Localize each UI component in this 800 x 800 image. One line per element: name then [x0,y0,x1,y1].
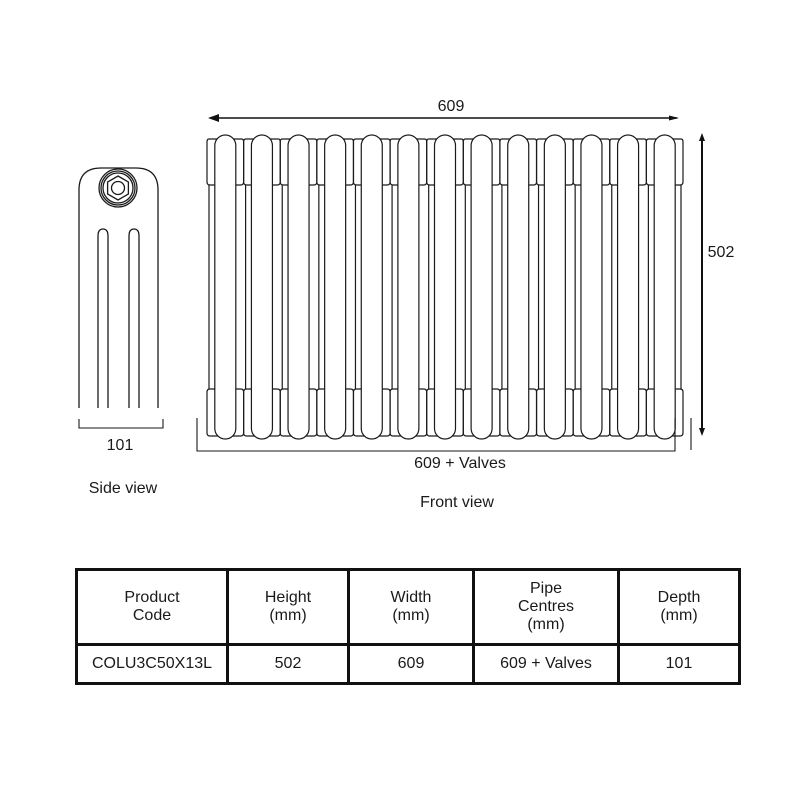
cell-pipe-centres: 609 + Valves [472,643,620,685]
header-width: Width (mm) [347,568,475,646]
cell-product-code: COLU3C50X13L [75,643,229,685]
pipe-centres-label: 609 + Valves [414,455,506,472]
header-pipe-centres: Pipe Centres (mm) [472,568,620,646]
cell-depth: 101 [617,643,741,685]
spec-table: Product Code Height (mm) Width (mm) Pipe… [75,568,741,685]
width-dimension-arrow [208,114,679,122]
side-view-drawing [78,167,164,429]
pipe-centres-bracket [196,418,692,452]
header-product-code: Product Code [75,568,229,646]
front-height-label: 502 [707,244,735,261]
spec-table-row: COLU3C50X13L 502 609 609 + Valves 101 [75,643,741,685]
header-depth: Depth (mm) [617,568,741,646]
spec-table-header-row: Product Code Height (mm) Width (mm) Pipe… [75,568,741,646]
height-dimension-arrow [699,133,705,436]
cell-height: 502 [226,643,350,685]
header-height: Height (mm) [226,568,350,646]
front-width-label: 609 [437,98,465,115]
valve-icon [98,168,138,208]
side-depth-label: 101 [106,437,134,454]
front-view-drawing [206,134,684,440]
side-view-caption: Side view [88,480,158,497]
front-view-caption: Front view [420,494,494,511]
cell-width: 609 [347,643,475,685]
